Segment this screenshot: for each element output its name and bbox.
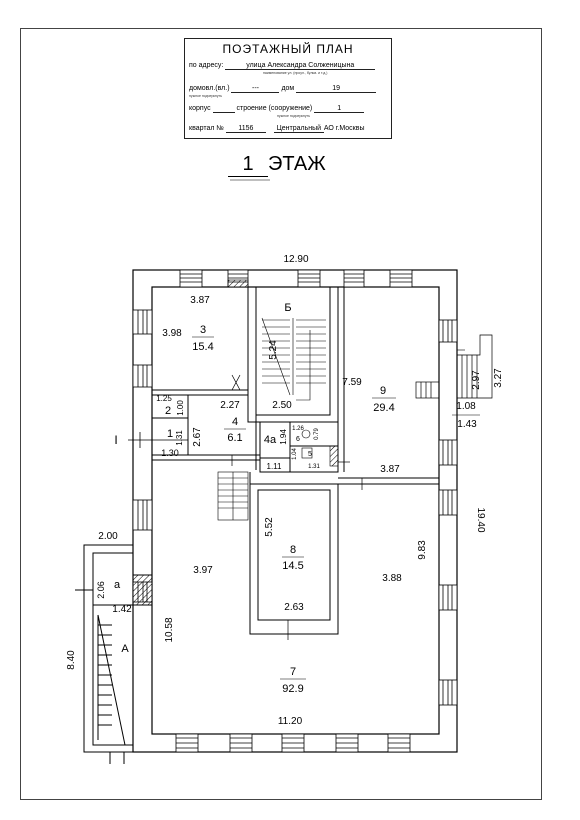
dim-annex-b: 1.42 (112, 604, 132, 615)
dim-wc-d: 1.31 (308, 464, 320, 470)
address-value: улица Александра Солженицына (225, 62, 376, 70)
dim-r4a-w: 1.11 (267, 462, 283, 471)
dim-r9-notch: 1.08 (456, 401, 476, 412)
annex-walls (75, 544, 153, 764)
dim-annex-width: 2.00 (98, 531, 118, 542)
dom-label: дом (281, 85, 295, 92)
room-3-area: 15.4 (192, 341, 213, 353)
room-8-id: 8 (290, 544, 296, 556)
domovl-label: домовл.(вл.) (189, 85, 230, 92)
room-1-id: 1 (167, 428, 173, 440)
dim-r1-b: 1.30 (161, 448, 179, 458)
dim-r3-depth: 3.98 (162, 328, 182, 339)
dim-r4-width: 2.27 (220, 400, 240, 411)
interior-walls (152, 286, 439, 635)
dim-wc-b: 0.79 (314, 428, 320, 440)
room-a-small-id: а (114, 579, 121, 591)
plan-title: ПОЭТАЖНЫЙ ПЛАН (222, 42, 354, 56)
korpus-row: корпус строение (сооружение) 1 (189, 105, 387, 113)
dim-r2-b: 1.00 (176, 400, 185, 416)
floor-label: ЭТАЖ (268, 153, 326, 175)
room-4a-id: 4а (264, 434, 277, 446)
stair-room-7 (217, 471, 249, 521)
section-mark: I (114, 433, 117, 447)
district-value: Центральный (273, 125, 324, 133)
dim-r8-width: 2.63 (284, 602, 304, 613)
kvartal-label: квартал № (189, 125, 224, 132)
room-labels: 12.90 3.87 3.98 3 15.4 Б 5.24 2.50 7.59 … (66, 254, 504, 727)
stroenie-hint: нужное подчеркнуть (277, 114, 311, 118)
dim-r9-depth: 7.59 (342, 377, 362, 388)
room-9-id: 9 (380, 385, 386, 397)
exterior-walls (132, 269, 458, 753)
stair-b (261, 317, 326, 401)
dim-r9-sub: 1.43 (457, 419, 477, 430)
dim-r4a: 1.94 (279, 429, 288, 445)
exterior-stair-right (415, 334, 493, 399)
room-7-id: 7 (290, 666, 296, 678)
title-block: ПОЭТАЖНЫЙ ПЛАН по адресу: улица Александ… (184, 38, 392, 139)
room-2-id: 2 (165, 405, 171, 417)
dim-r4-depth: 2.67 (192, 427, 203, 447)
room-9-area: 29.4 (373, 402, 394, 414)
room-3-id: 3 (200, 324, 206, 336)
dim-r8-depth: 5.52 (264, 517, 275, 537)
korpus-label: корпус (189, 105, 211, 112)
dimension-lines (230, 179, 480, 416)
dim-annex-depth: 8.40 (66, 650, 77, 670)
room-8-area: 14.5 (282, 560, 303, 572)
dim-stair-depth: 5.24 (268, 340, 279, 360)
dim-r1-a: 1.31 (175, 430, 184, 446)
district-suffix: АО г.Москвы (323, 125, 365, 132)
room-7-area: 92.9 (282, 683, 303, 695)
room-4-id: 4 (232, 416, 238, 428)
drawing-sheet-frame (20, 28, 542, 800)
dim-wc-a: 1.26 (292, 426, 304, 432)
address-hint: наименование ул. (проул., бульв. и т.д.) (263, 71, 328, 75)
room-4-area: 6.1 (227, 432, 242, 444)
dim-stair-width: 2.50 (272, 400, 292, 411)
dom-value: 19 (296, 85, 377, 93)
section-line (128, 432, 188, 448)
room-5-id: 5 (308, 451, 312, 458)
domovl-row: домовл.(вл.) --- дом 19 (189, 85, 387, 93)
wc-fixtures (301, 429, 313, 459)
dim-r7-left-w: 3.97 (193, 565, 213, 576)
stroenie-value: 1 (314, 105, 365, 113)
dim-right-total: 19.40 (475, 507, 486, 532)
hatched-blocks (227, 279, 339, 467)
dim-r2-a: 1.25 (156, 394, 172, 403)
dim-wc-c: 1.04 (292, 448, 298, 460)
room-6-id: 6 (296, 436, 300, 443)
dim-ext-stair: 2.97 (471, 370, 482, 390)
address-row: по адресу: улица Александра Солженицына (189, 62, 387, 70)
door-marks (231, 374, 363, 640)
dim-left-depth: 10.58 (164, 617, 175, 642)
domovl-value: --- (231, 85, 280, 93)
dim-top-total: 12.90 (283, 254, 308, 265)
dim-annex-a: 2.06 (96, 581, 106, 599)
dim-right-wall: 3.87 (380, 464, 400, 475)
stroenie-label: строение (сооружение) (236, 105, 313, 112)
dim-r7-right-w: 3.88 (382, 573, 402, 584)
domovl-hint: нужное подчеркнуть (189, 94, 223, 98)
floor-number: 1 (228, 153, 268, 177)
room-b-id: Б (284, 302, 291, 314)
dim-r7-right: 9.83 (417, 540, 428, 560)
windows (132, 269, 458, 753)
address-label: по адресу: (189, 62, 224, 69)
dim-ext-depth: 3.27 (493, 368, 504, 388)
dim-bottom-total: 11.20 (278, 716, 303, 727)
kvartal-value: 1156 (225, 125, 266, 133)
room-a-big-id: А (121, 643, 129, 655)
dim-r3-width: 3.87 (190, 295, 210, 306)
